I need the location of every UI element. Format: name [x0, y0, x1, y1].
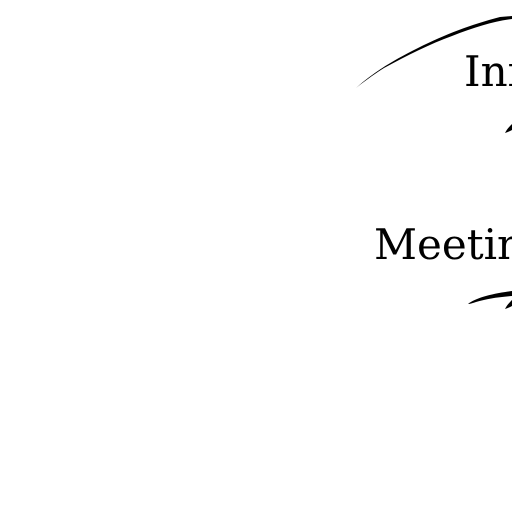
- right-edge-tick-stroke: [505, 124, 512, 133]
- lower-swoosh-stroke: [468, 291, 512, 304]
- middle-label: Meetin: [374, 220, 512, 269]
- lower-swoosh-hook: [505, 300, 512, 309]
- top-label: Inf: [464, 47, 512, 96]
